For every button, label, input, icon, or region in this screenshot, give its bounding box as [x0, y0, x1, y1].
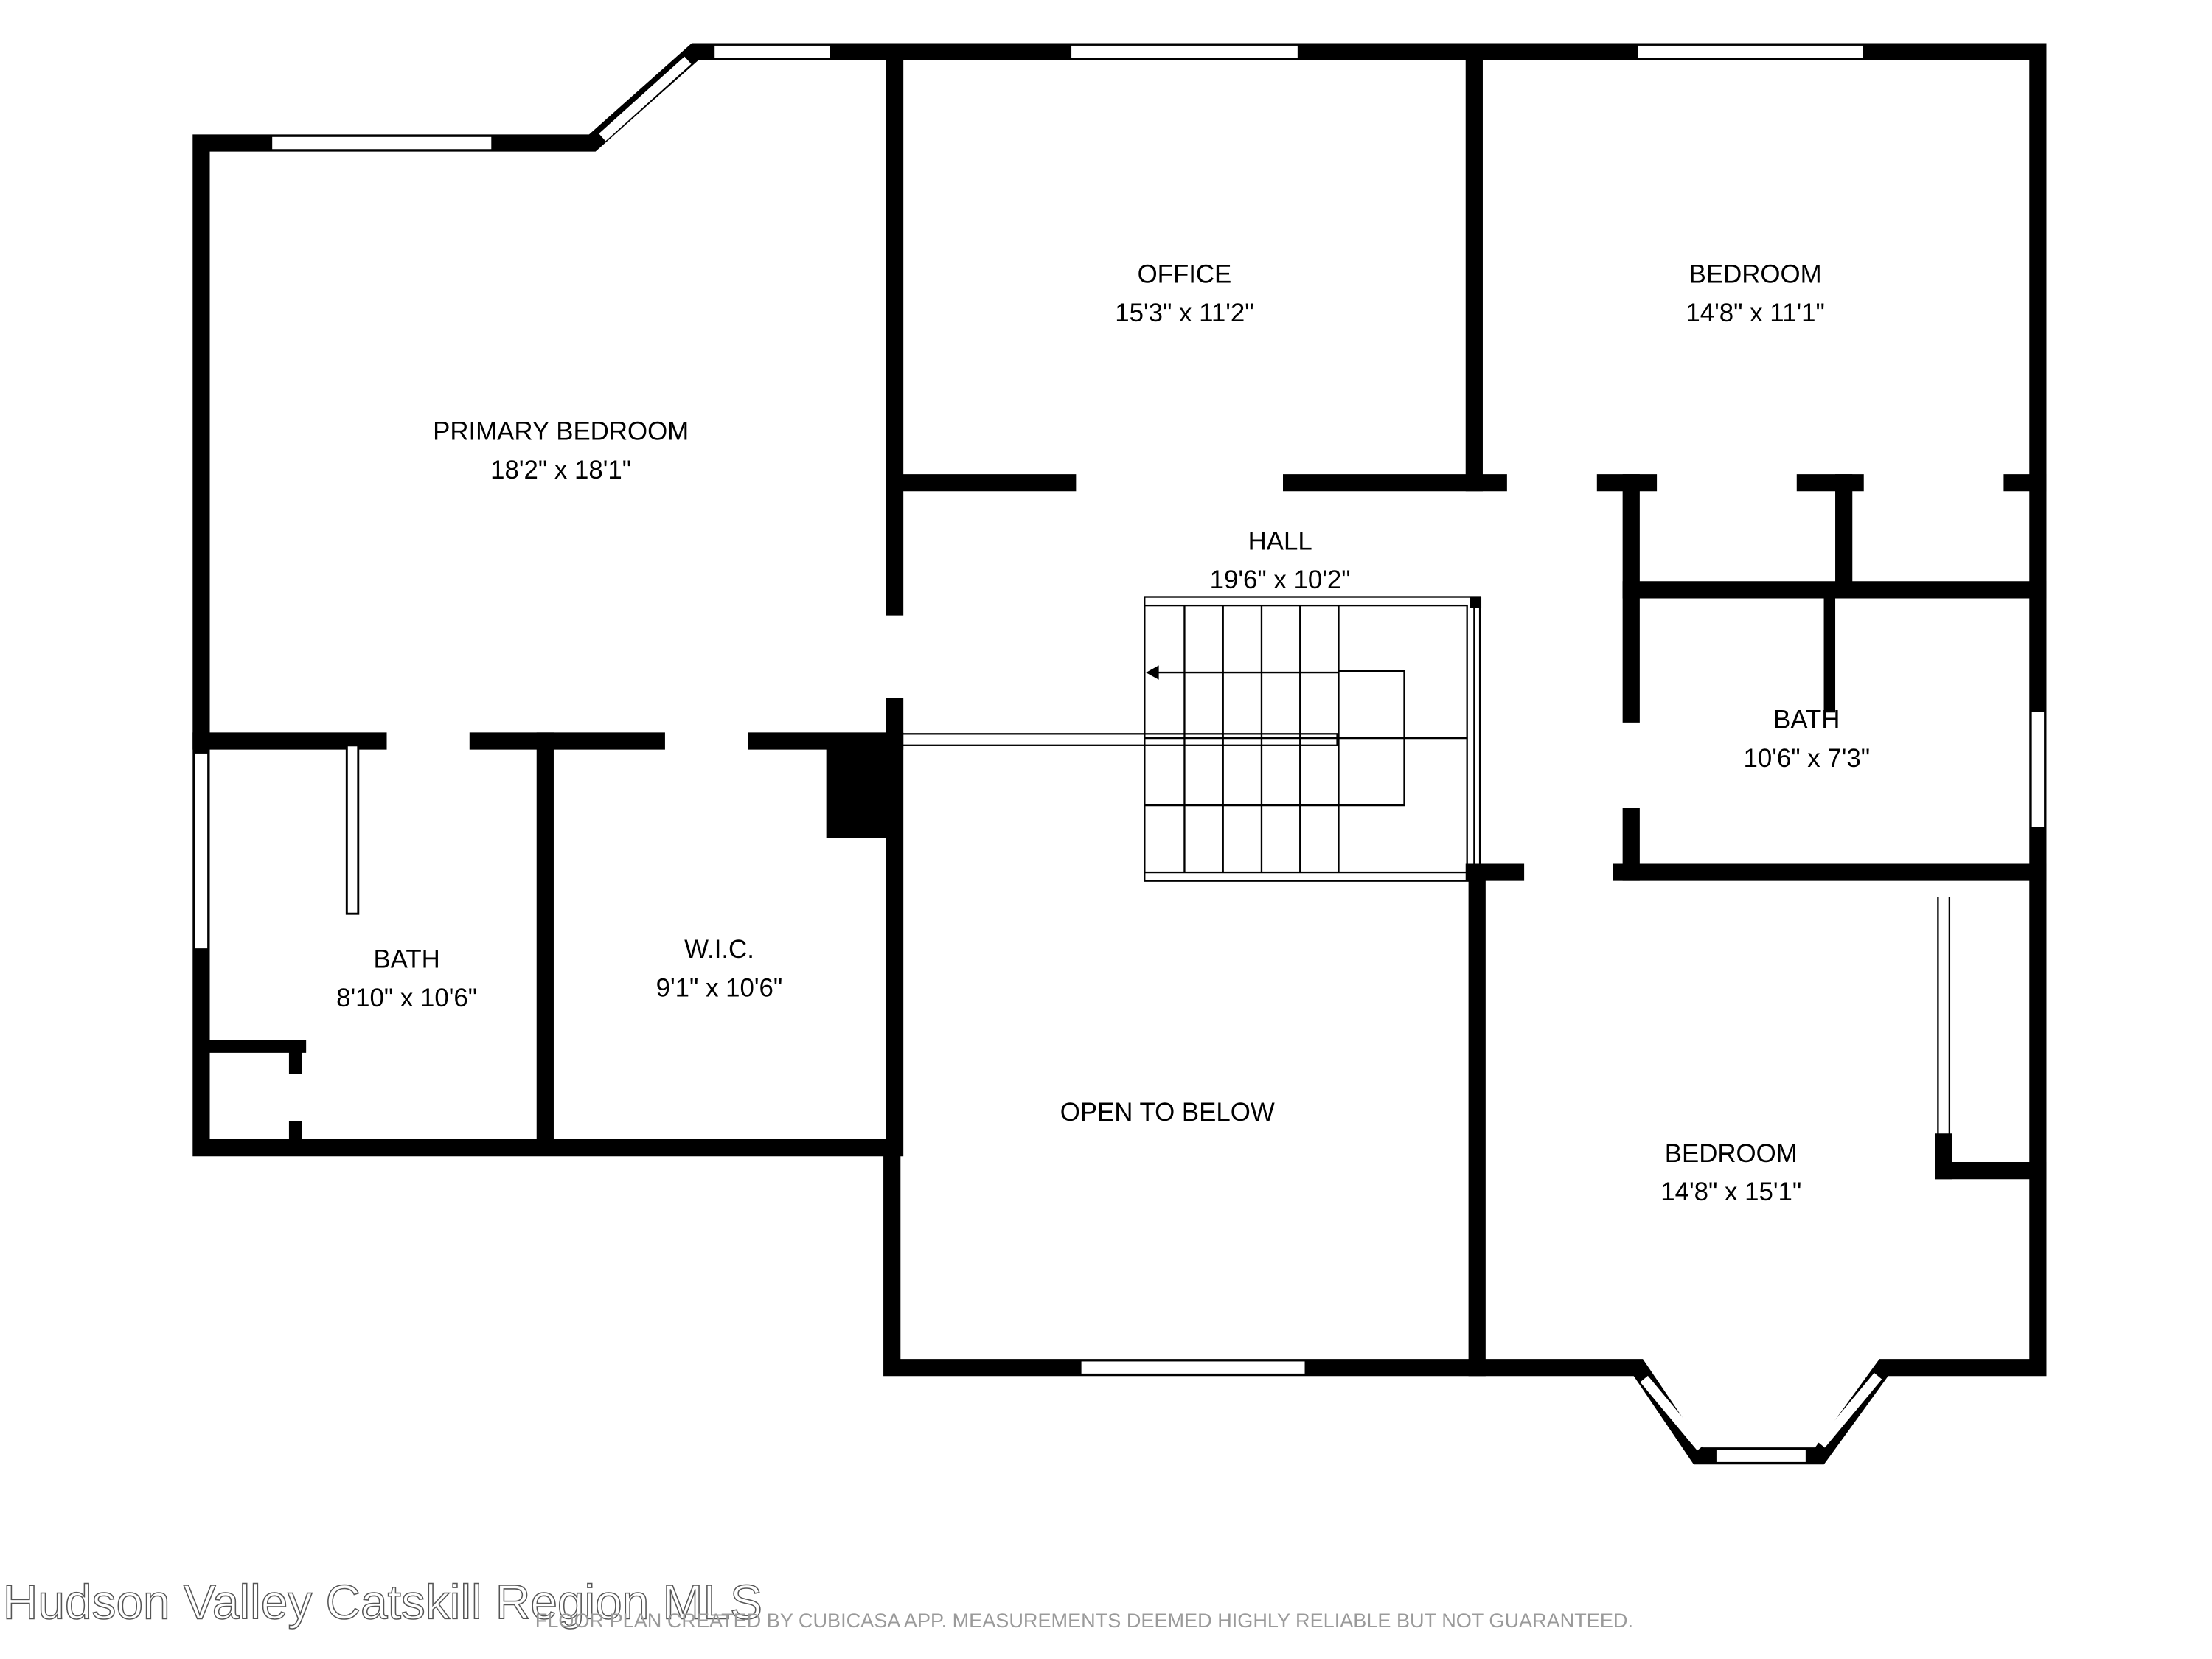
- room-name-primary-bedroom: PRIMARY BEDROOM: [433, 417, 689, 446]
- walls: [192, 43, 2047, 1465]
- room-size-bath-west: 8'10" x 10'6": [336, 984, 477, 1012]
- room-size-wic: 9'1" x 10'6": [656, 973, 783, 1002]
- room-size-bath-east: 10'6" x 7'3": [1743, 744, 1870, 773]
- room-name-bedroom-se: BEDROOM: [1665, 1139, 1798, 1168]
- room-name-bedroom-ne: BEDROOM: [1689, 260, 1822, 289]
- watermark: Hudson Valley Catskill Region MLS: [3, 1574, 762, 1629]
- room-size-office: 15'3" x 11'2": [1115, 299, 1253, 327]
- room-name-office: OFFICE: [1138, 260, 1232, 289]
- room-labels: PRIMARY BEDROOM 18'2" x 18'1" OFFICE 15'…: [336, 260, 1870, 1207]
- room-size-bedroom-se: 14'8" x 15'1": [1660, 1178, 1801, 1206]
- windows: [192, 44, 2046, 1464]
- room-name-bath-east: BATH: [1773, 706, 1840, 734]
- room-name-wic: W.I.C.: [684, 935, 754, 964]
- room-size-hall: 19'6" x 10'2": [1210, 566, 1351, 594]
- room-size-primary-bedroom: 18'2" x 18'1": [490, 456, 631, 484]
- staircase: [901, 596, 1482, 882]
- room-name-hall: HALL: [1248, 527, 1312, 556]
- room-name-bath-west: BATH: [373, 945, 439, 974]
- room-name-open-to-below: OPEN TO BELOW: [1060, 1098, 1275, 1127]
- disclaimer: FLOOR PLAN CREATED BY CUBICASA APP. MEAS…: [535, 1609, 1633, 1632]
- room-size-bedroom-ne: 14'8" x 11'1": [1686, 299, 1824, 327]
